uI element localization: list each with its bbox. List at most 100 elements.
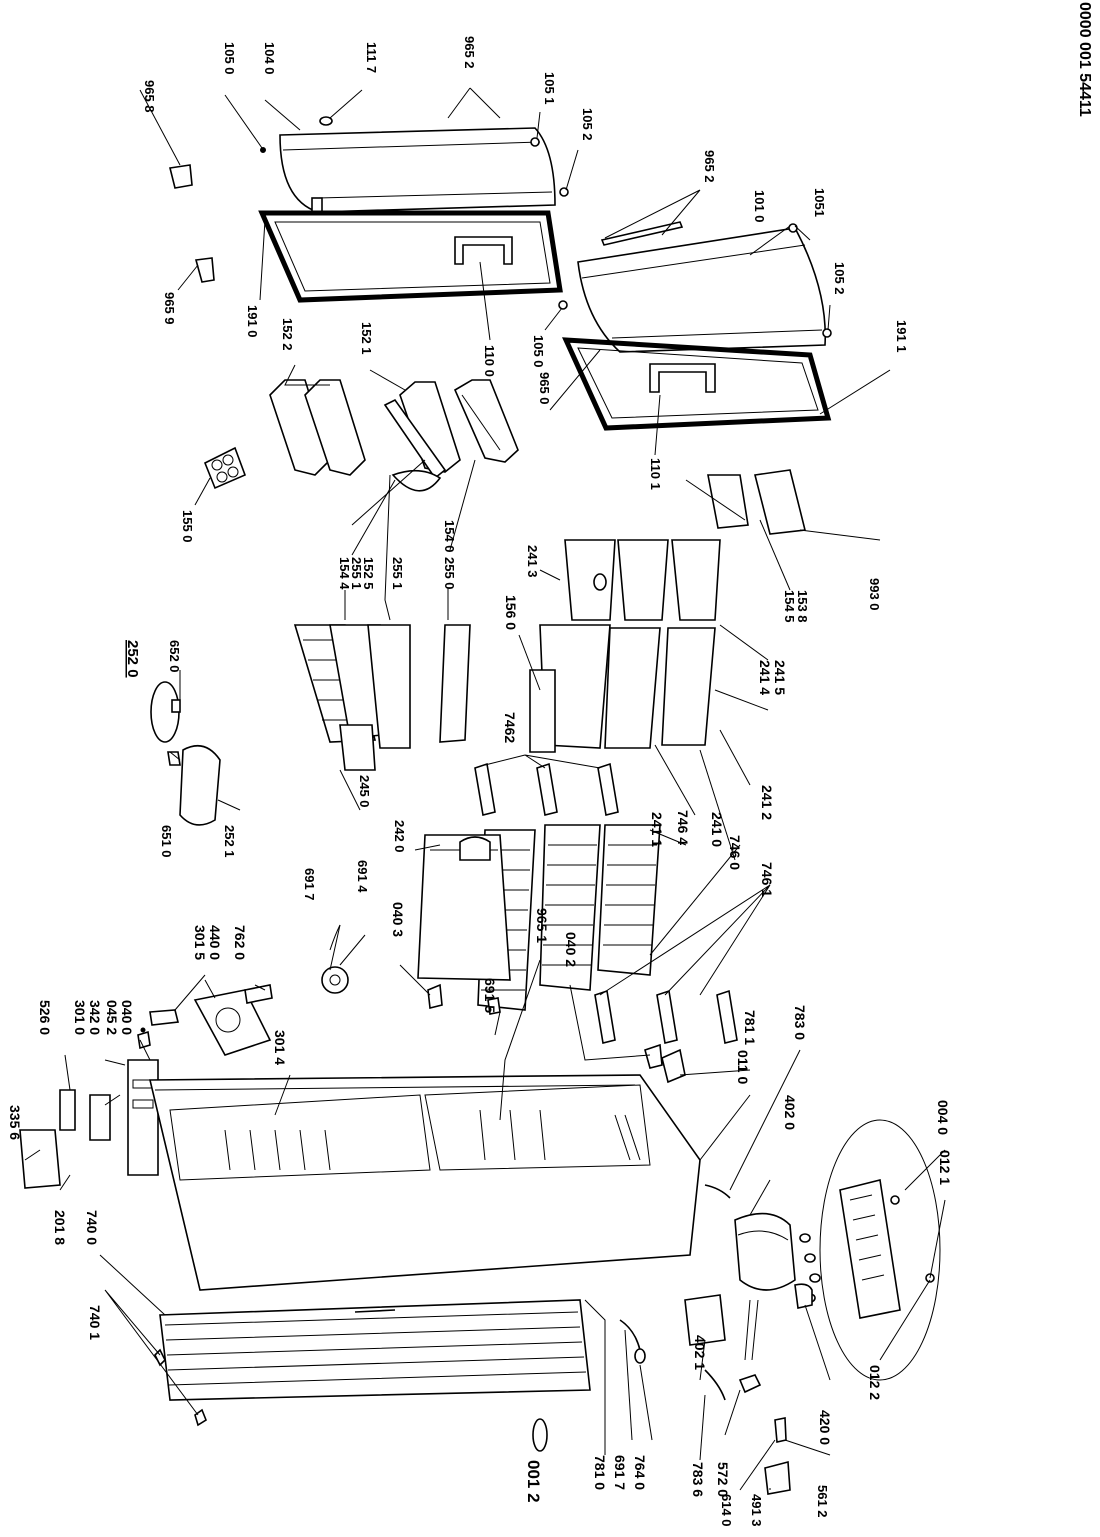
callout-1051: 105 1	[542, 72, 557, 105]
callout-1117: 111 7	[364, 42, 379, 73]
callout-2450: 245 0	[357, 775, 372, 808]
callout-7836: 783 6	[690, 1462, 706, 1497]
callout-9651: 965 1	[534, 908, 550, 943]
callout-1544: 154 4	[337, 557, 352, 590]
callout-2413: 241 3	[525, 545, 540, 578]
callout-3010: 301 0	[72, 1000, 88, 1035]
part-drawings	[19, 116, 941, 1495]
lower-door-gasket	[562, 337, 832, 431]
callout-9930: 993 0	[867, 578, 882, 611]
callout-2551: 255 1	[349, 557, 364, 590]
callout-1050: 105 0	[531, 335, 546, 368]
document-number: 0000 001 54411	[1076, 2, 1093, 117]
callout-0040: 004 0	[935, 1100, 951, 1135]
lower-door	[577, 227, 827, 353]
callout-3014: 301 4	[272, 1030, 288, 1065]
callout-9652: 965 2	[462, 36, 477, 69]
lamp-cover	[150, 681, 221, 826]
callout-1545: 154 5	[782, 590, 797, 623]
callout-6140: 614 0	[719, 1494, 734, 1527]
callout-1910: 191 0	[245, 305, 260, 338]
callout-7620: 762 0	[232, 925, 248, 960]
callout-9659: 965 9	[162, 292, 177, 325]
callout-7810: 781 0	[592, 1455, 608, 1490]
callout-1052: 105 2	[832, 262, 847, 295]
callout-3356: 335 6	[7, 1105, 23, 1140]
callout-1040: 104 0	[262, 42, 277, 75]
upper-door-gasket	[258, 210, 563, 303]
compressor	[704, 1184, 821, 1303]
callout-6914: 691 4	[355, 860, 370, 893]
callout-2411: 241 1	[649, 812, 665, 847]
control-panel	[19, 1027, 159, 1189]
callout-7461: 746 1	[759, 862, 775, 897]
callout-7464: 746 4	[675, 810, 691, 845]
callout-0402: 040 2	[563, 932, 579, 967]
callout-9650: 965 0	[537, 372, 552, 405]
callout-6510: 651 0	[159, 825, 174, 858]
callout-0012: 001 2	[524, 1460, 543, 1503]
base-frame	[819, 1119, 941, 1381]
callout-2550: 255 0	[442, 557, 457, 590]
callout-7462: 7462	[502, 712, 518, 743]
leader-lines	[24, 87, 946, 1491]
callout-6915: 691 5	[482, 978, 498, 1013]
callout-0403: 040 3	[390, 902, 406, 937]
egg-tray	[203, 446, 247, 490]
callout-2551: 255 1	[390, 557, 405, 590]
callout-7460: 746 0	[727, 835, 743, 870]
callout-6520: 652 0	[167, 640, 182, 673]
callout-1100: 110 0	[482, 345, 497, 377]
callout-1010: 101 0	[752, 190, 767, 223]
callout-0121: 012 1	[937, 1150, 953, 1185]
callout-1525: 152 5	[361, 557, 376, 590]
callout-2415: 241 5	[772, 660, 788, 695]
callout-7400: 740 0	[84, 1210, 100, 1245]
callout-1911: 191 1	[894, 320, 909, 353]
callout-7401: 740 1	[87, 1305, 103, 1340]
callout-6917: 691 7	[302, 868, 317, 901]
callout-1051: 1051	[812, 188, 827, 217]
misc-bottom-parts	[532, 1283, 813, 1495]
glass-shelves	[293, 624, 471, 771]
callout-0400: 040 0	[119, 1000, 135, 1035]
callout-2412: 241 2	[759, 785, 775, 820]
cabinet	[148, 1074, 701, 1291]
callout-0122: 012 2	[867, 1365, 883, 1400]
callout-5612: 561 2	[815, 1485, 830, 1518]
callout-7811: 781 1	[742, 1010, 758, 1045]
callout-5260: 526 0	[37, 1000, 53, 1035]
callout-1538: 153 8	[795, 590, 810, 623]
callout-2521: 252 1	[222, 825, 237, 858]
callout-2018: 201 8	[52, 1210, 68, 1245]
callout-1521: 152 1	[359, 322, 374, 355]
callout-2520: 252 0	[124, 640, 141, 678]
callout-2410: 241 0	[709, 812, 725, 847]
wire-racks	[474, 762, 738, 1044]
callout-4021: 402 1	[692, 1335, 708, 1370]
callout-1101: 110 1	[648, 458, 663, 490]
callout-labels: 965 8 105 0 104 0 111 7 965 2 105 1 105 …	[7, 2, 1093, 1527]
callout-4400: 440 0	[207, 925, 223, 960]
callout-4200: 420 0	[817, 1410, 833, 1445]
callout-9652: 965 2	[702, 150, 717, 183]
callout-1050: 105 0	[222, 42, 237, 75]
door-balconies	[269, 379, 519, 492]
bracket-9658	[169, 164, 193, 189]
callout-1560: 156 0	[503, 595, 519, 630]
callout-1522: 152 2	[280, 318, 295, 351]
callout-7640: 764 0	[632, 1455, 648, 1490]
crisper-bin	[417, 834, 511, 981]
upper-door	[279, 127, 556, 215]
callout-1550: 155 0	[180, 510, 195, 543]
callout-2414: 241 4	[757, 660, 773, 695]
callout-7830: 783 0	[792, 1005, 808, 1040]
drawers	[529, 469, 806, 753]
callout-2420: 242 0	[392, 820, 407, 853]
callout-4020: 402 0	[782, 1095, 798, 1130]
bracket-9659	[194, 257, 215, 283]
callout-1540: 154 0	[442, 520, 457, 553]
condenser	[154, 1299, 591, 1427]
callout-6917: 691 7	[612, 1455, 628, 1490]
